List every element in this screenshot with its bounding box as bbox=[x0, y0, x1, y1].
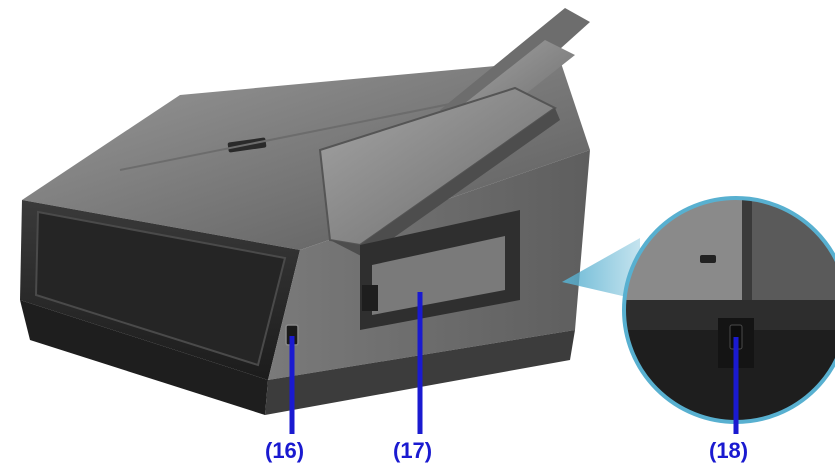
callout-label-18: (18) bbox=[709, 438, 748, 463]
callout-label-17: (17) bbox=[393, 438, 432, 463]
magnified-inset bbox=[622, 196, 835, 424]
callout-label-16: (16) bbox=[265, 438, 304, 463]
paper-support bbox=[318, 8, 590, 258]
callout-leaders bbox=[289, 292, 739, 434]
rear-cover bbox=[360, 210, 520, 330]
callout-labels: (16) (17) (18) bbox=[265, 438, 748, 463]
magnifier-beam bbox=[562, 238, 640, 300]
